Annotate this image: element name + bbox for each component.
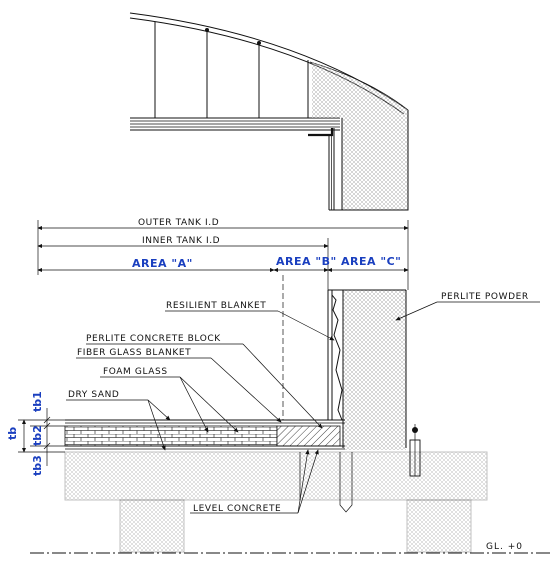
fiber-glass-blanket-label: FIBER GLASS BLANKET xyxy=(77,348,191,358)
inner-tank-id-label: INNER TANK I.D xyxy=(142,236,220,246)
dry-sand-label: DRY SAND xyxy=(68,390,119,400)
foam-glass-label: FOAM GLASS xyxy=(103,367,168,377)
leader-lines xyxy=(66,301,540,514)
concrete-foundation xyxy=(64,424,488,553)
bottom-insulation-layers xyxy=(64,419,345,450)
perlite-concrete-block-label: PERLITE CONCRETE BLOCK xyxy=(86,334,221,344)
area-c-label: AREA "C" xyxy=(341,255,401,268)
tb1-label: tb1 xyxy=(31,391,44,412)
thickness-dimensions xyxy=(18,408,65,466)
level-concrete-label: LEVEL CONCRETE xyxy=(193,504,281,514)
tb2-label: tb2 xyxy=(31,425,44,446)
ground-level-label: GL. +0 xyxy=(486,542,523,552)
tb-label: tb xyxy=(6,427,19,440)
outer-tank-id-label: OUTER TANK I.D xyxy=(138,218,219,228)
perlite-powder-label: PERLITE POWDER xyxy=(441,292,529,302)
resilient-blanket-label: RESILIENT BLANKET xyxy=(166,301,266,311)
area-b-label: AREA "B" xyxy=(276,255,337,268)
dimension-lines xyxy=(37,220,409,420)
area-a-label: AREA "A" xyxy=(132,257,193,270)
roof-detail xyxy=(129,12,409,211)
tb3-label: tb3 xyxy=(31,455,44,476)
